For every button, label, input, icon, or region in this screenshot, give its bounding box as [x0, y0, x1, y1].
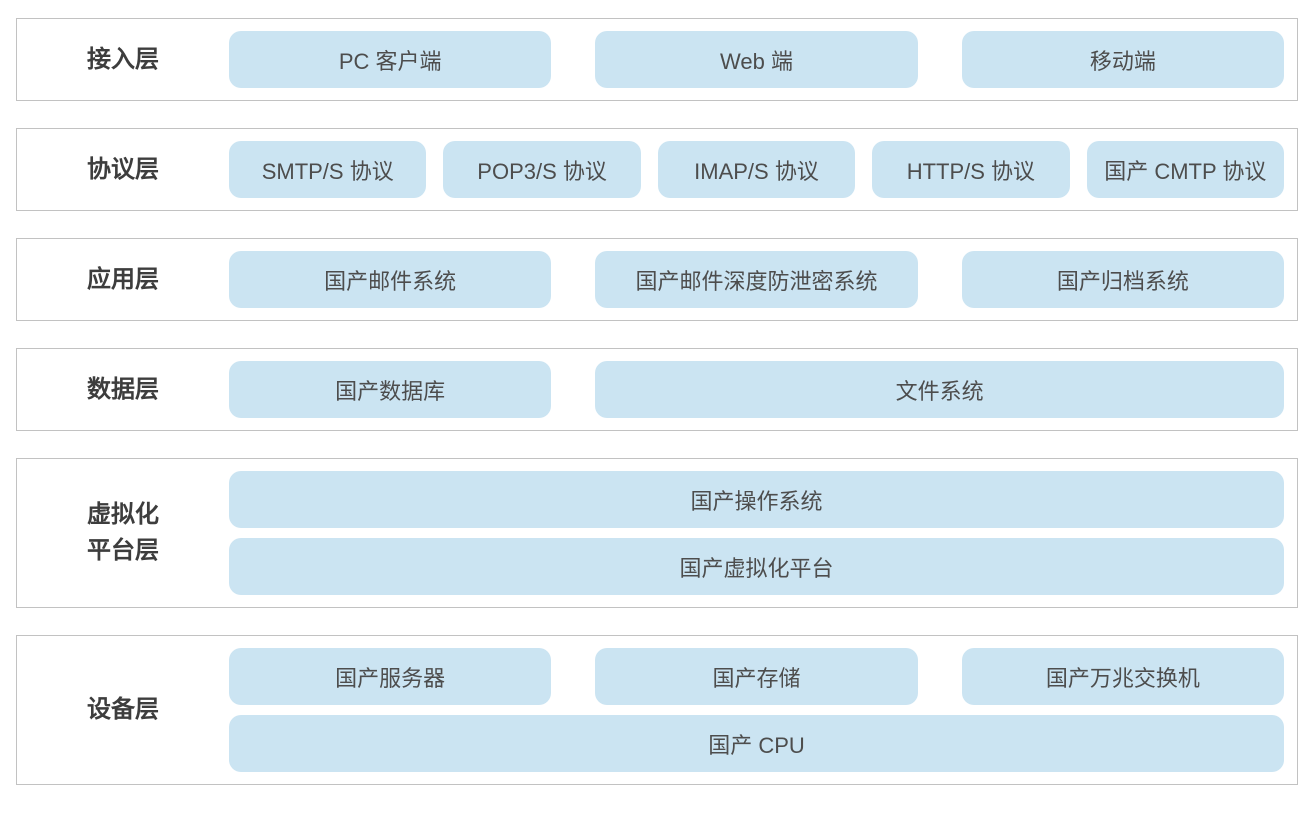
component-box: 文件系统: [595, 361, 1284, 418]
layer-label: 设备层: [87, 696, 159, 723]
component-box: 国产邮件深度防泄密系统: [595, 251, 918, 308]
component-box: IMAP/S 协议: [657, 141, 856, 198]
component-box: Web 端: [595, 31, 918, 88]
layer-content: 国产邮件系统国产邮件深度防泄密系统国产归档系统: [229, 251, 1284, 308]
component-box: POP3/S 协议: [443, 141, 641, 198]
layer-label: 数据层: [87, 375, 159, 403]
architecture-diagram: 接入层 PC 客户端 Web 端移动端协议层 SMTP/S 协议 POP3/S 协议 IM…: [16, 18, 1298, 785]
component-box: 国产存储: [595, 648, 918, 705]
component-box: 国产邮件系统: [229, 251, 552, 308]
layer-content: SMTP/S 协议 POP3/S 协议 IMAP/S 协议 HTTP/S 协议国产 C…: [229, 141, 1284, 198]
component-box: 国产 CMTP 协议: [1086, 141, 1284, 198]
component-box: PC 客户端: [229, 31, 552, 88]
component-box: 国产数据库: [229, 361, 552, 418]
layer-panel-2: 协议层 SMTP/S 协议 POP3/S 协议 IMAP/S 协议 HTTP/S 协议国…: [16, 128, 1298, 211]
component-box: 国产服务器: [229, 648, 552, 705]
layer-panel-4: 数据层 国产数据库文件系统: [16, 348, 1298, 431]
layer-label: 接入层: [87, 45, 159, 73]
layer-content: 国产服务器国产存储国产万兆交换机国产 CPU: [229, 648, 1284, 772]
component-box: 国产万兆交换机: [961, 648, 1284, 705]
layer-content: PC 客户端 Web 端移动端: [229, 31, 1284, 88]
layer-content: 国产操作系统国产虚拟化平台: [229, 471, 1284, 595]
component-box: 国产归档系统: [961, 251, 1284, 308]
component-box: 国产虚拟化平台: [229, 538, 1284, 595]
layer-label: 协议层: [87, 155, 159, 183]
layer-panel-5: 虚拟化 平台层 国产操作系统国产虚拟化平台: [16, 458, 1298, 608]
component-box: 移动端: [961, 31, 1284, 88]
layer-panel-1: 接入层 PC 客户端 Web 端移动端: [16, 18, 1298, 101]
component-box: HTTP/S 协议: [872, 141, 1070, 198]
component-box: 国产 CPU: [229, 715, 1284, 772]
layer-label: 应用层: [87, 265, 159, 293]
layer-panel-3: 应用层 国产邮件系统国产邮件深度防泄密系统国产归档系统: [16, 238, 1298, 321]
layer-label: 虚拟化 平台层: [87, 501, 159, 564]
layer-content: 国产数据库文件系统: [229, 361, 1284, 418]
component-box: SMTP/S 协议: [229, 141, 427, 198]
component-box: 国产操作系统: [229, 471, 1284, 528]
layer-panel-6: 设备层 国产服务器国产存储国产万兆交换机国产 CPU: [16, 635, 1298, 785]
